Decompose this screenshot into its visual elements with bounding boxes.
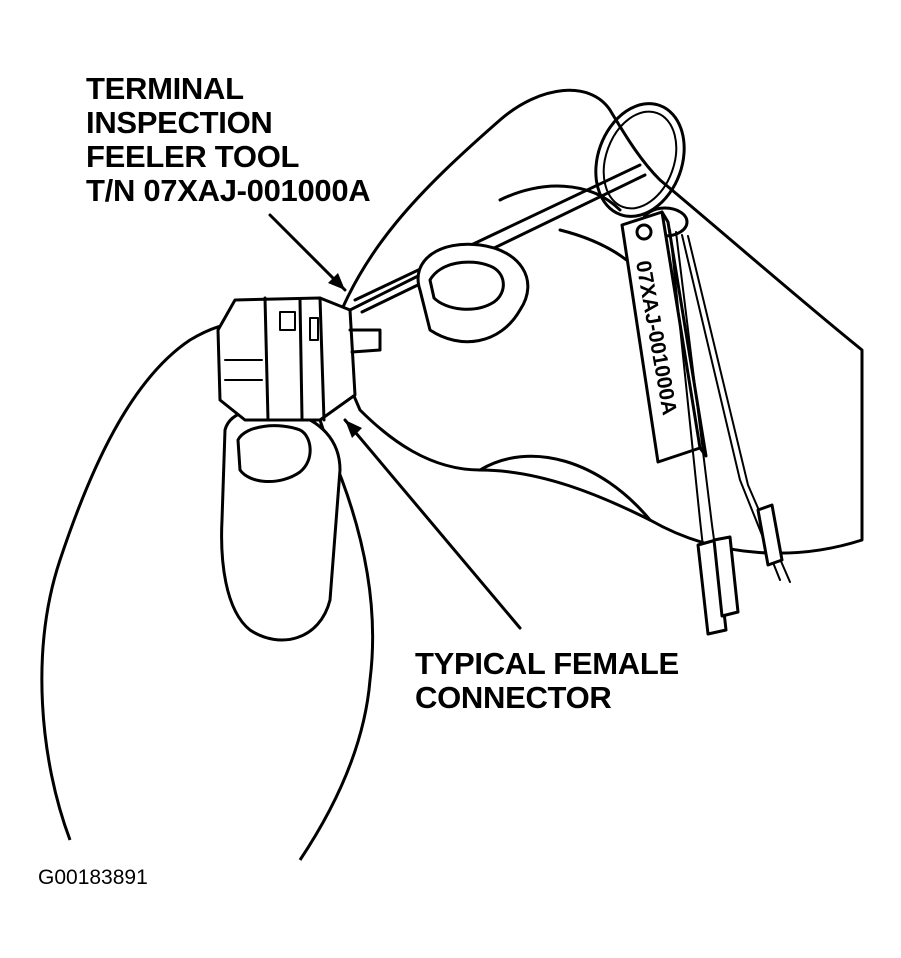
connector-arrowhead xyxy=(345,420,362,438)
tool-callout-line-3: FEELER TOOL xyxy=(86,139,300,174)
tool-callout-line-2: INSPECTION xyxy=(86,105,273,140)
probe-pins xyxy=(669,229,791,636)
leader-lines xyxy=(268,213,522,630)
feeler-tool-callout: TERMINAL INSPECTION FEELER TOOL T/N 07XA… xyxy=(86,71,371,208)
tool-callout-line-4: T/N 07XAJ-001000A xyxy=(86,173,371,208)
feeler-tool xyxy=(338,163,647,317)
connector-callout-line-1: TYPICAL FEMALE xyxy=(415,646,679,681)
figure-id: G00183891 xyxy=(38,866,148,889)
left-hand xyxy=(40,321,375,861)
connector-callout-line-2: CONNECTOR xyxy=(415,680,612,715)
tool-tag xyxy=(620,210,708,464)
tool-arrowhead xyxy=(328,273,345,290)
tool-callout-line-1: TERMINAL xyxy=(86,71,244,106)
connector-callout: TYPICAL FEMALE CONNECTOR xyxy=(415,647,679,715)
female-connector xyxy=(216,296,382,422)
right-thumb xyxy=(416,242,530,344)
